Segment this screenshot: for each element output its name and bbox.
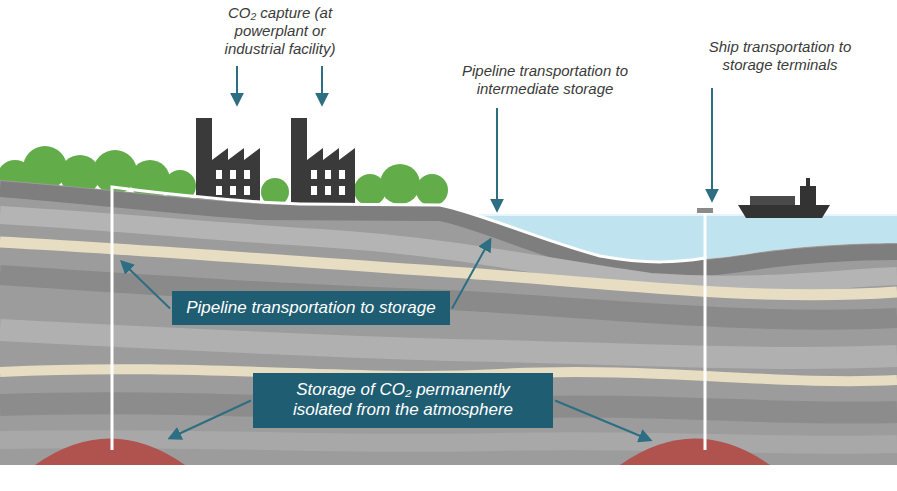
factories [196, 118, 355, 206]
window [230, 186, 236, 195]
ship-funnel [806, 178, 810, 186]
leader-arrows [237, 66, 712, 210]
ground [0, 180, 897, 465]
storage-reservoir [35, 439, 185, 466]
sea-surface [452, 214, 897, 216]
window [311, 170, 317, 179]
leader-arrow [452, 240, 490, 309]
box-text: Storage of CO₂ permanently isolated from… [267, 380, 539, 421]
window [325, 170, 331, 179]
window [311, 186, 317, 195]
window [216, 186, 222, 195]
ship [738, 178, 830, 218]
leader-arrow [236, 66, 238, 104]
window [339, 170, 345, 179]
storage-reservoir [620, 439, 770, 466]
pipeline [112, 187, 705, 450]
window [216, 170, 222, 179]
annotation-label: Ship transportation to storage terminals [705, 38, 855, 74]
window [244, 170, 250, 179]
ship-hull [738, 205, 830, 218]
rock-layer [0, 330, 897, 358]
factory-windows [216, 170, 345, 195]
box-text: Pipeline transportation to storage [186, 298, 436, 318]
window [325, 186, 331, 195]
strata [0, 189, 897, 445]
window [339, 186, 345, 195]
window [244, 186, 250, 195]
annotation-label: Pipeline transportation to intermediate … [459, 62, 631, 98]
ship-cargo [750, 196, 795, 205]
tree [380, 164, 420, 204]
caption-box: Storage of CO₂ permanently isolated from… [253, 373, 553, 428]
leader-arrow [170, 401, 251, 439]
factory [291, 118, 355, 206]
leader-arrow [496, 108, 498, 210]
factory [196, 118, 260, 206]
window [230, 170, 236, 179]
leader-arrow [711, 88, 713, 200]
injection-platform [697, 208, 713, 213]
annotation-label: CO₂ capture (at powerplant or industrial… [214, 4, 346, 58]
tree [416, 174, 448, 206]
leader-arrow [555, 401, 650, 441]
ship-bridge [800, 186, 816, 205]
riser [704, 213, 707, 258]
leader-arrow [122, 262, 170, 309]
leader-arrow [321, 66, 323, 104]
caption-box: Pipeline transportation to storage [172, 291, 450, 325]
